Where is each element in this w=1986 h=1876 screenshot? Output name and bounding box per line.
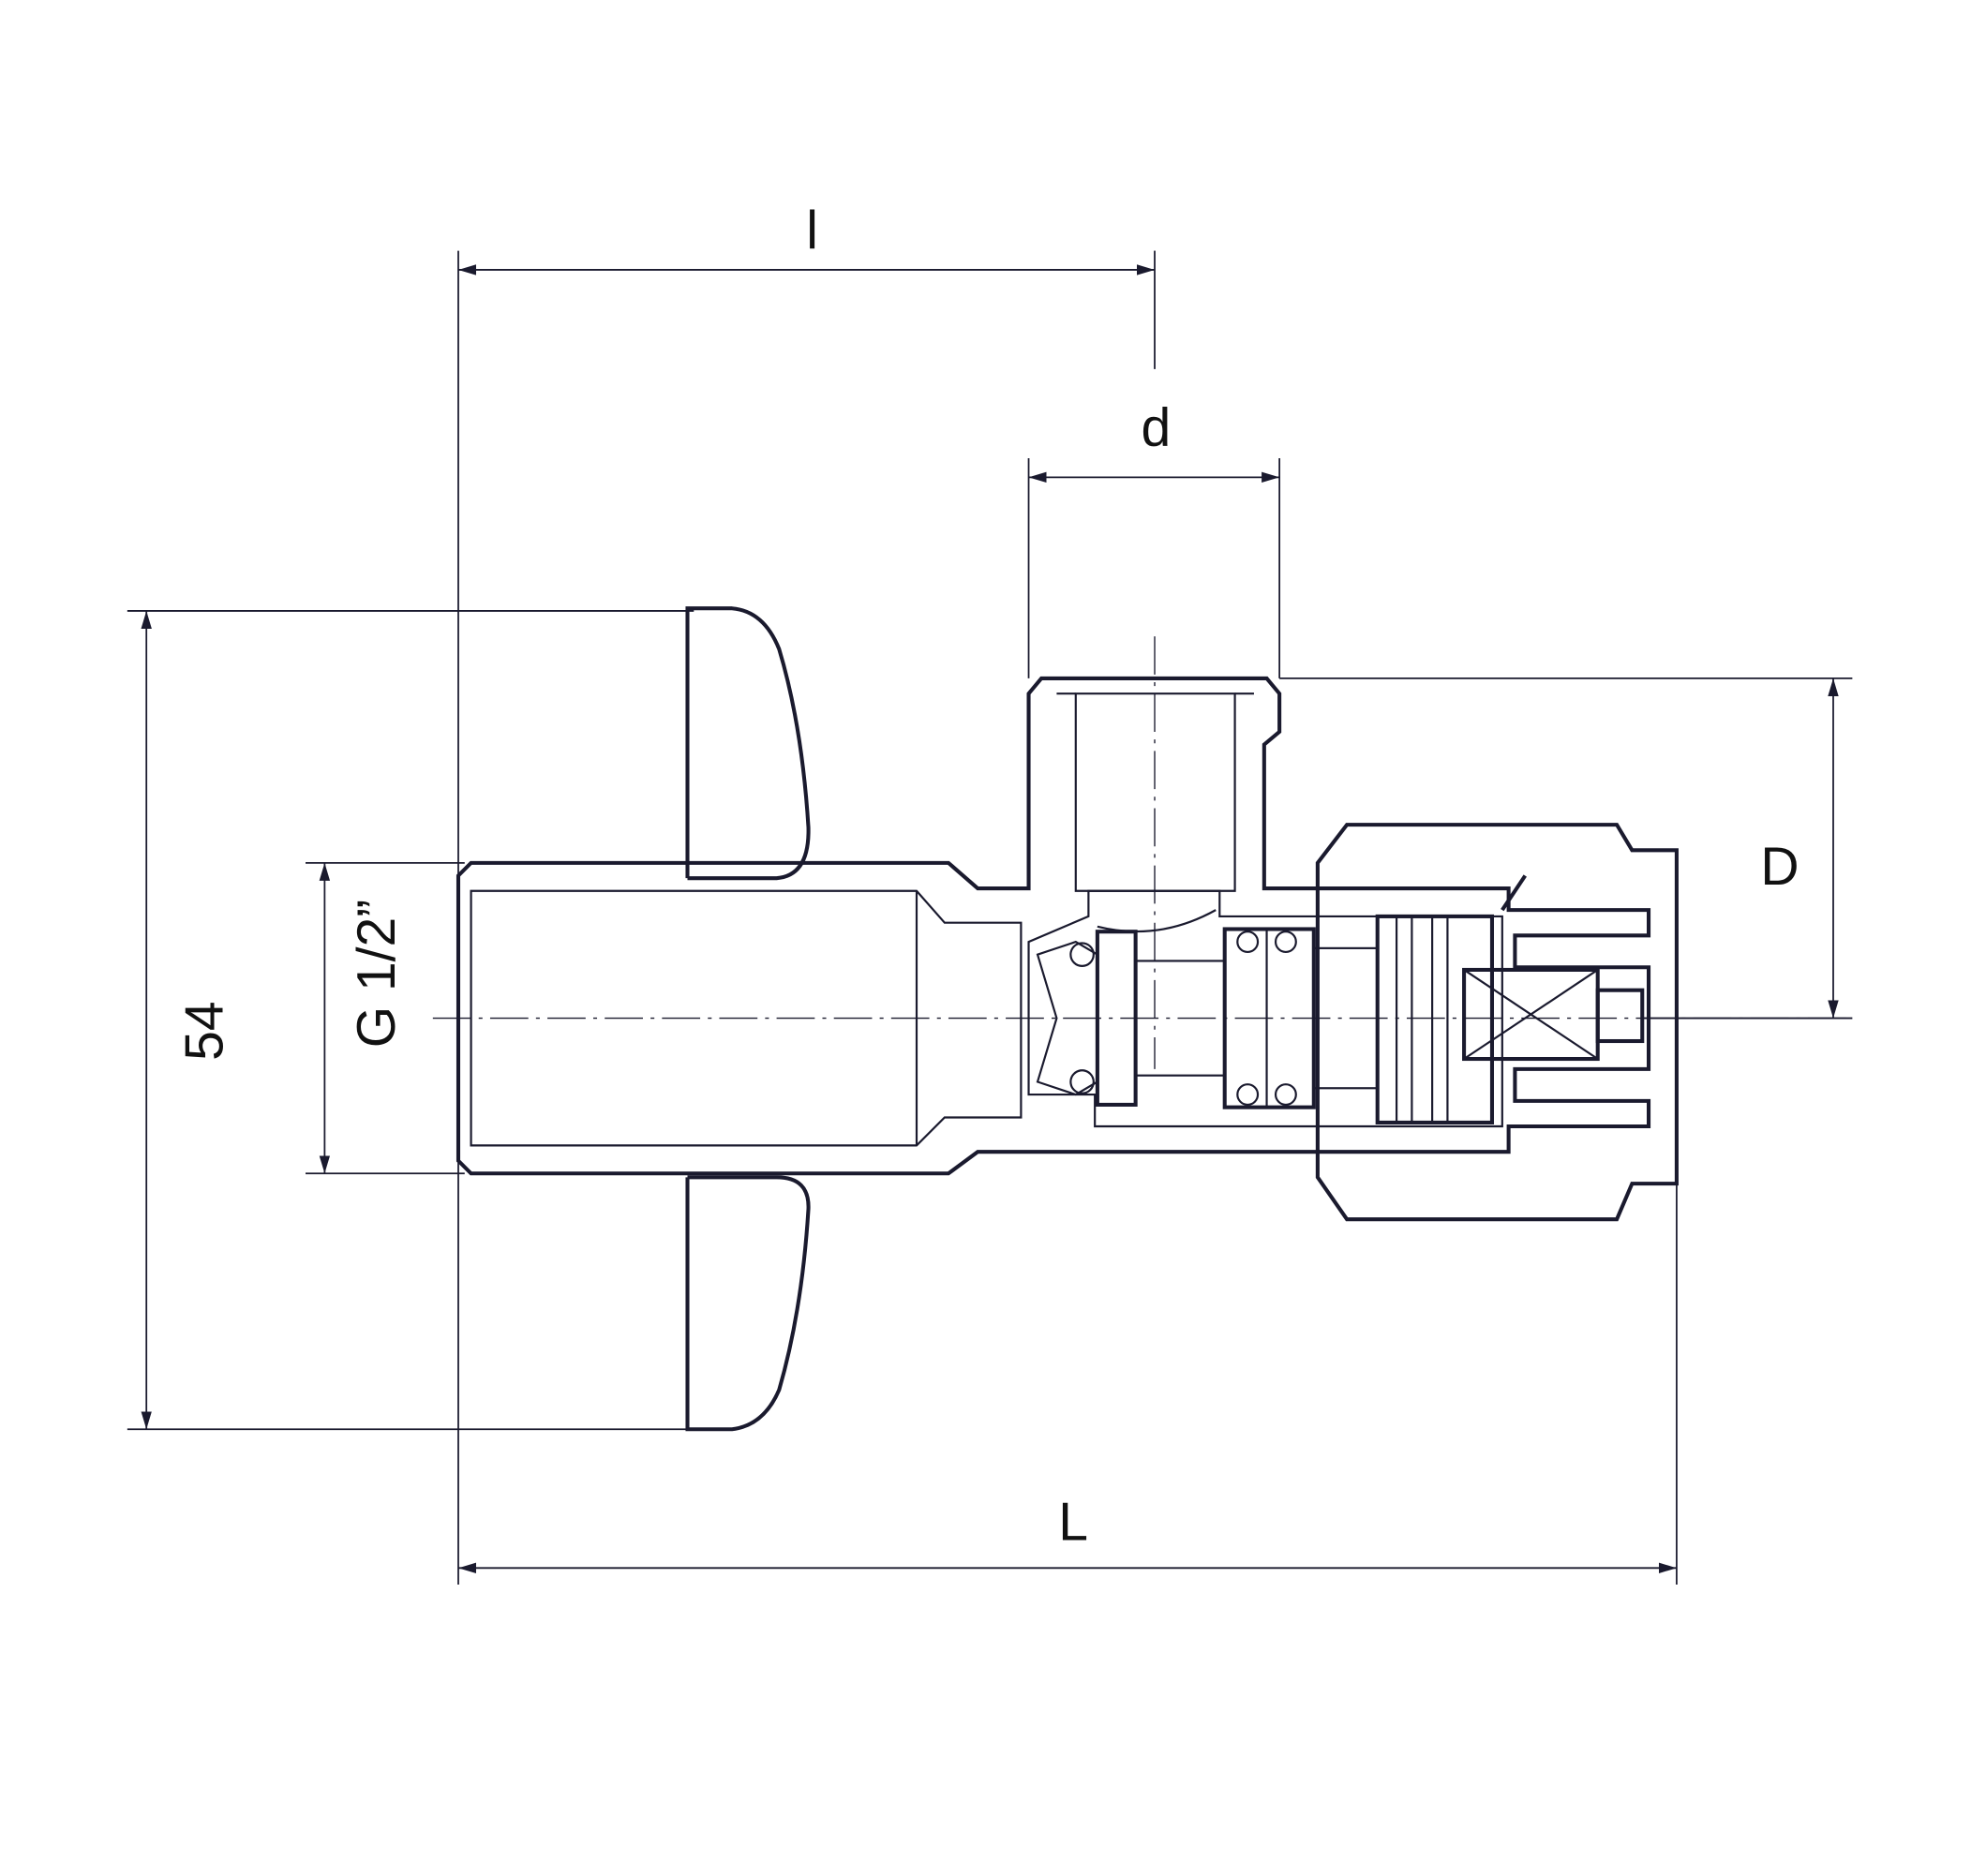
dimension-d: d — [1027, 397, 1281, 678]
handle — [685, 606, 811, 1432]
dimension-label-thread: G 1/2” — [347, 900, 407, 1048]
centerlines — [432, 636, 1846, 1069]
dimension-label-d: d — [1142, 397, 1172, 457]
dimension-thread: G 1/2” — [306, 861, 465, 1175]
spindle — [1134, 914, 1645, 1124]
dimension-label-54: 54 — [175, 1001, 235, 1060]
dimension-label-l: l — [806, 201, 818, 261]
dimension-L: L — [458, 1184, 1678, 1585]
cap-nut — [1315, 823, 1679, 1222]
dimension-label-D: D — [1760, 837, 1799, 897]
dimension-label-L: L — [1058, 1492, 1088, 1552]
dimension-54: 54 — [127, 610, 694, 1431]
dimension-l: l — [457, 201, 1156, 1585]
dimension-D: D — [1279, 677, 1853, 1020]
valve-body — [455, 676, 1503, 1176]
